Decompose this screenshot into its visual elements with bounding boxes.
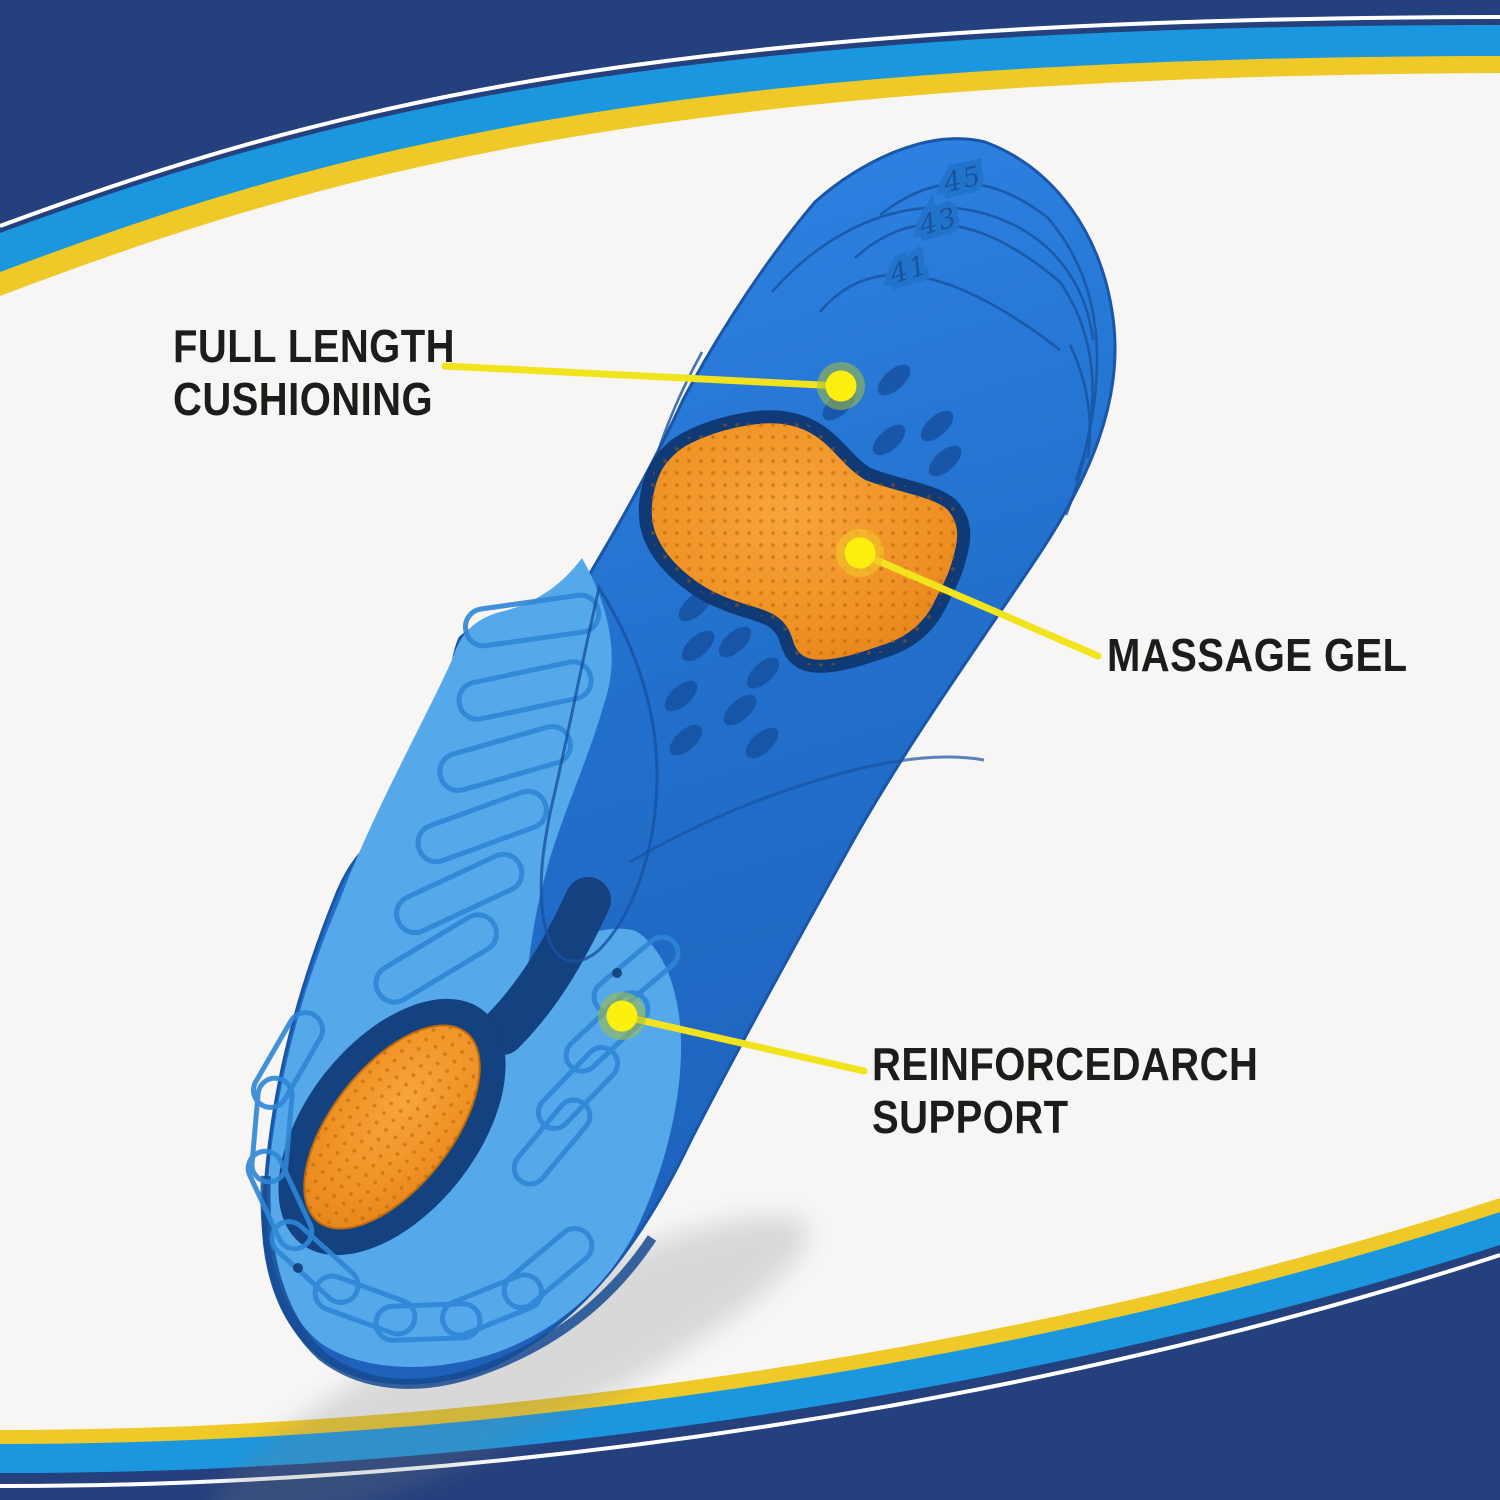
callout-label-line: SUPPORT — [872, 1091, 1069, 1143]
insole: 45 45 43 43 41 41 — [245, 137, 1117, 1389]
heel-gel-texture — [304, 1025, 480, 1229]
heel-tread-ribs — [245, 1010, 595, 1343]
vent-hole-heel — [293, 1263, 303, 1273]
navy-corner-bottom — [0, 1245, 1500, 1500]
leader-line-massage-gel — [856, 549, 1102, 660]
midfoot-teardrop-contour — [539, 584, 659, 963]
arch-support-tread-ribs — [511, 934, 681, 1187]
arch-channel — [479, 877, 611, 1055]
callout-label-line: MASSAGE GEL — [1107, 629, 1408, 681]
waist-contour-line — [629, 755, 985, 864]
callout-dot-full-length — [825, 370, 857, 402]
callout-label-line: FULL LENGTH — [173, 320, 455, 372]
callout-label-massage-gel: MASSAGE GEL — [1107, 629, 1408, 682]
cushion-dimples — [664, 364, 962, 759]
callout-label-reinforced-arch-support: REINFORCEDARCH SUPPORT — [872, 1038, 1258, 1144]
callout-label-line: CUSHIONING — [173, 373, 434, 425]
insole-shadow — [211, 1215, 809, 1500]
leader-line-arch-support — [618, 1012, 868, 1075]
callout-label-line: REINFORCEDARCH — [872, 1038, 1259, 1090]
white-accent-line-top — [0, 15, 1500, 228]
forefoot-gel-texture — [645, 416, 964, 667]
arch-band-tread-ribs — [373, 592, 602, 1005]
navy-corner-top — [0, 0, 1500, 233]
callout-leaders — [441, 362, 1102, 1075]
toe-trim-lines — [648, 181, 1099, 516]
background-swoosh-top — [0, 0, 1500, 296]
vent-hole-arch — [612, 968, 622, 978]
callout-dot-massage-gel — [844, 537, 876, 569]
heel-side-wall — [260, 1175, 657, 1389]
callout-dot-arch-support — [606, 1000, 638, 1032]
leader-line-full-length — [441, 362, 845, 390]
callout-label-full-length-cushioning: FULL LENGTH CUSHIONING — [173, 320, 455, 426]
